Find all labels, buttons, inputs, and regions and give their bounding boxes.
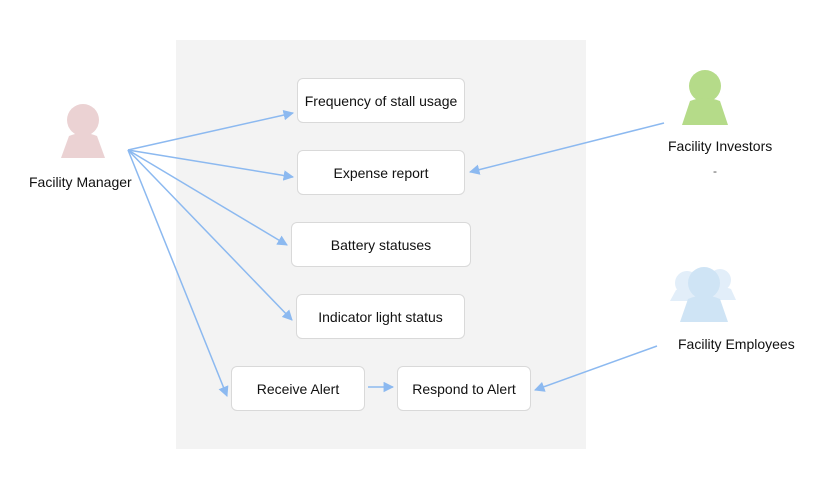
facility-investors-note: - <box>713 164 717 178</box>
usecase-indicator-light-status[interactable]: Indicator light status <box>296 294 465 339</box>
facility-manager-label: Facility Manager <box>29 174 132 190</box>
facility-investors-icon <box>682 70 728 125</box>
arrow-manager-to-battery-statuses <box>127 149 288 246</box>
arrow-employees-to-respond <box>534 345 658 392</box>
facility-employees-icon <box>670 267 736 322</box>
usecase-respond-to-alert[interactable]: Respond to Alert <box>397 366 531 411</box>
arrow-investors-to-expense-report <box>468 122 665 175</box>
usecase-receive-alert[interactable]: Receive Alert <box>231 366 365 411</box>
arrow-manager-to-expense-report <box>127 149 295 181</box>
facility-manager-icon <box>61 104 105 158</box>
arrow-manager-to-indicator-light <box>127 149 293 321</box>
arrow-manager-to-receive-alert <box>127 149 229 397</box>
usecase-expense-report[interactable]: Expense report <box>297 150 465 195</box>
usecase-battery-statuses[interactable]: Battery statuses <box>291 222 471 267</box>
facility-employees-label: Facility Employees <box>678 336 795 352</box>
arrow-manager-to-stall-usage <box>127 109 295 151</box>
usecase-stall-usage[interactable]: Frequency of stall usage <box>297 78 465 123</box>
facility-investors-label: Facility Investors <box>668 138 773 154</box>
